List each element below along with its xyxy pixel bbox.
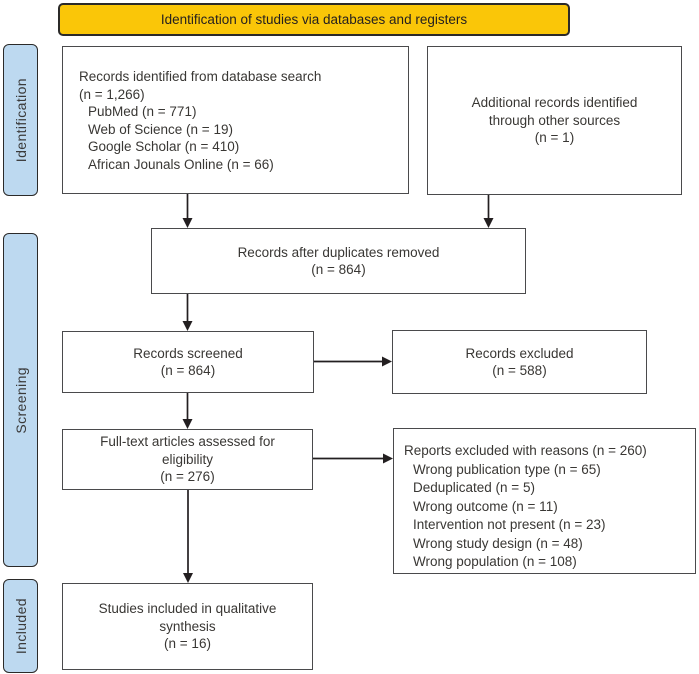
arrow-duplicates-to-screened [182, 294, 193, 331]
box-list-item: African Jounals Online (n = 66) [88, 156, 274, 172]
box-list-item: Wrong outcome (n = 11) [413, 498, 558, 514]
box-text-line: Records screened [133, 345, 243, 361]
stage-label-text: Identification [12, 77, 29, 163]
box-text-line: (n = 588) [492, 363, 547, 378]
box-list-item: PubMed (n = 771) [88, 104, 197, 119]
box-after-duplicates-removed: Records after duplicates removed (n = 86… [151, 228, 526, 294]
box-list-item: Deduplicated (n = 5) [413, 480, 535, 495]
stage-label-included: Included [3, 579, 38, 673]
box-list-item: Wrong population (n = 108) [413, 554, 577, 569]
arrow-head [182, 419, 193, 429]
box-list-item: Intervention not present (n = 23) [413, 517, 606, 532]
box-additional-records: Additional records identified through ot… [427, 46, 682, 195]
box-text-line: Records excluded [465, 345, 574, 361]
arrow-head [383, 453, 393, 464]
box-text-line: (n = 16) [164, 636, 211, 652]
box-text-line: Full-text articles assessed for [100, 434, 275, 450]
arrow-head [483, 218, 494, 228]
stage-label-screening: Screening [3, 233, 38, 567]
arrow-fulltext-to-reports-excluded [313, 453, 393, 464]
box-text-line: Records after duplicates removed [237, 244, 440, 260]
stage-label-identification: Identification [3, 44, 38, 196]
arrow-head [182, 218, 193, 228]
box-text-line: Records identified from database search [79, 69, 322, 84]
arrow-head [182, 321, 193, 331]
box-list-item: Wrong publication type (n = 65) [413, 461, 601, 477]
box-studies-included: Studies included in qualitative synthesi… [62, 583, 313, 670]
box-records-screened: Records screened (n = 864) [62, 331, 314, 393]
box-text-line: (n = 864) [311, 262, 366, 277]
arrow-identified-to-duplicates [182, 194, 193, 228]
box-text-line: Additional records identified [471, 95, 638, 111]
box-text-line: (n = 864) [160, 363, 216, 378]
arrow-fulltext-to-included-studies [183, 490, 193, 583]
stage-label-text: Screening [12, 366, 29, 434]
box-reports-excluded-reasons: Reports excluded with reasons (n = 260) … [393, 428, 696, 574]
box-text-line: (n = 1,266) [79, 86, 145, 102]
box-text-line: (n = 276) [160, 469, 215, 485]
stage-label-text: Included [12, 597, 29, 655]
box-list-item: Google Scholar (n = 410) [88, 139, 240, 154]
arrow-additional-to-duplicates [483, 195, 494, 228]
arrow-screened-to-fulltext [182, 393, 193, 429]
box-text-line: eligibility [161, 451, 214, 467]
box-fulltext-assessed: Full-text articles assessed for eligibil… [62, 429, 313, 490]
arrow-screened-to-excluded [314, 356, 392, 367]
arrow-head [183, 573, 193, 583]
box-records-excluded: Records excluded (n = 588) [392, 330, 647, 394]
arrow-head [382, 356, 392, 367]
box-list-item: Web of Science (n = 19) [88, 121, 233, 137]
box-text-line: through other sources [488, 112, 621, 128]
box-text-line: Studies included in qualitative [98, 601, 277, 617]
box-text-line: synthesis [159, 618, 216, 634]
box-list-item: Wrong study design (n = 48) [413, 535, 583, 551]
box-text-line: Reports excluded with reasons (n = 260) [404, 443, 647, 458]
box-text-line: (n = 1) [534, 130, 575, 146]
banner-title: Identification of studies via databases … [58, 3, 570, 36]
box-records-identified: Records identified from database search … [62, 46, 409, 194]
